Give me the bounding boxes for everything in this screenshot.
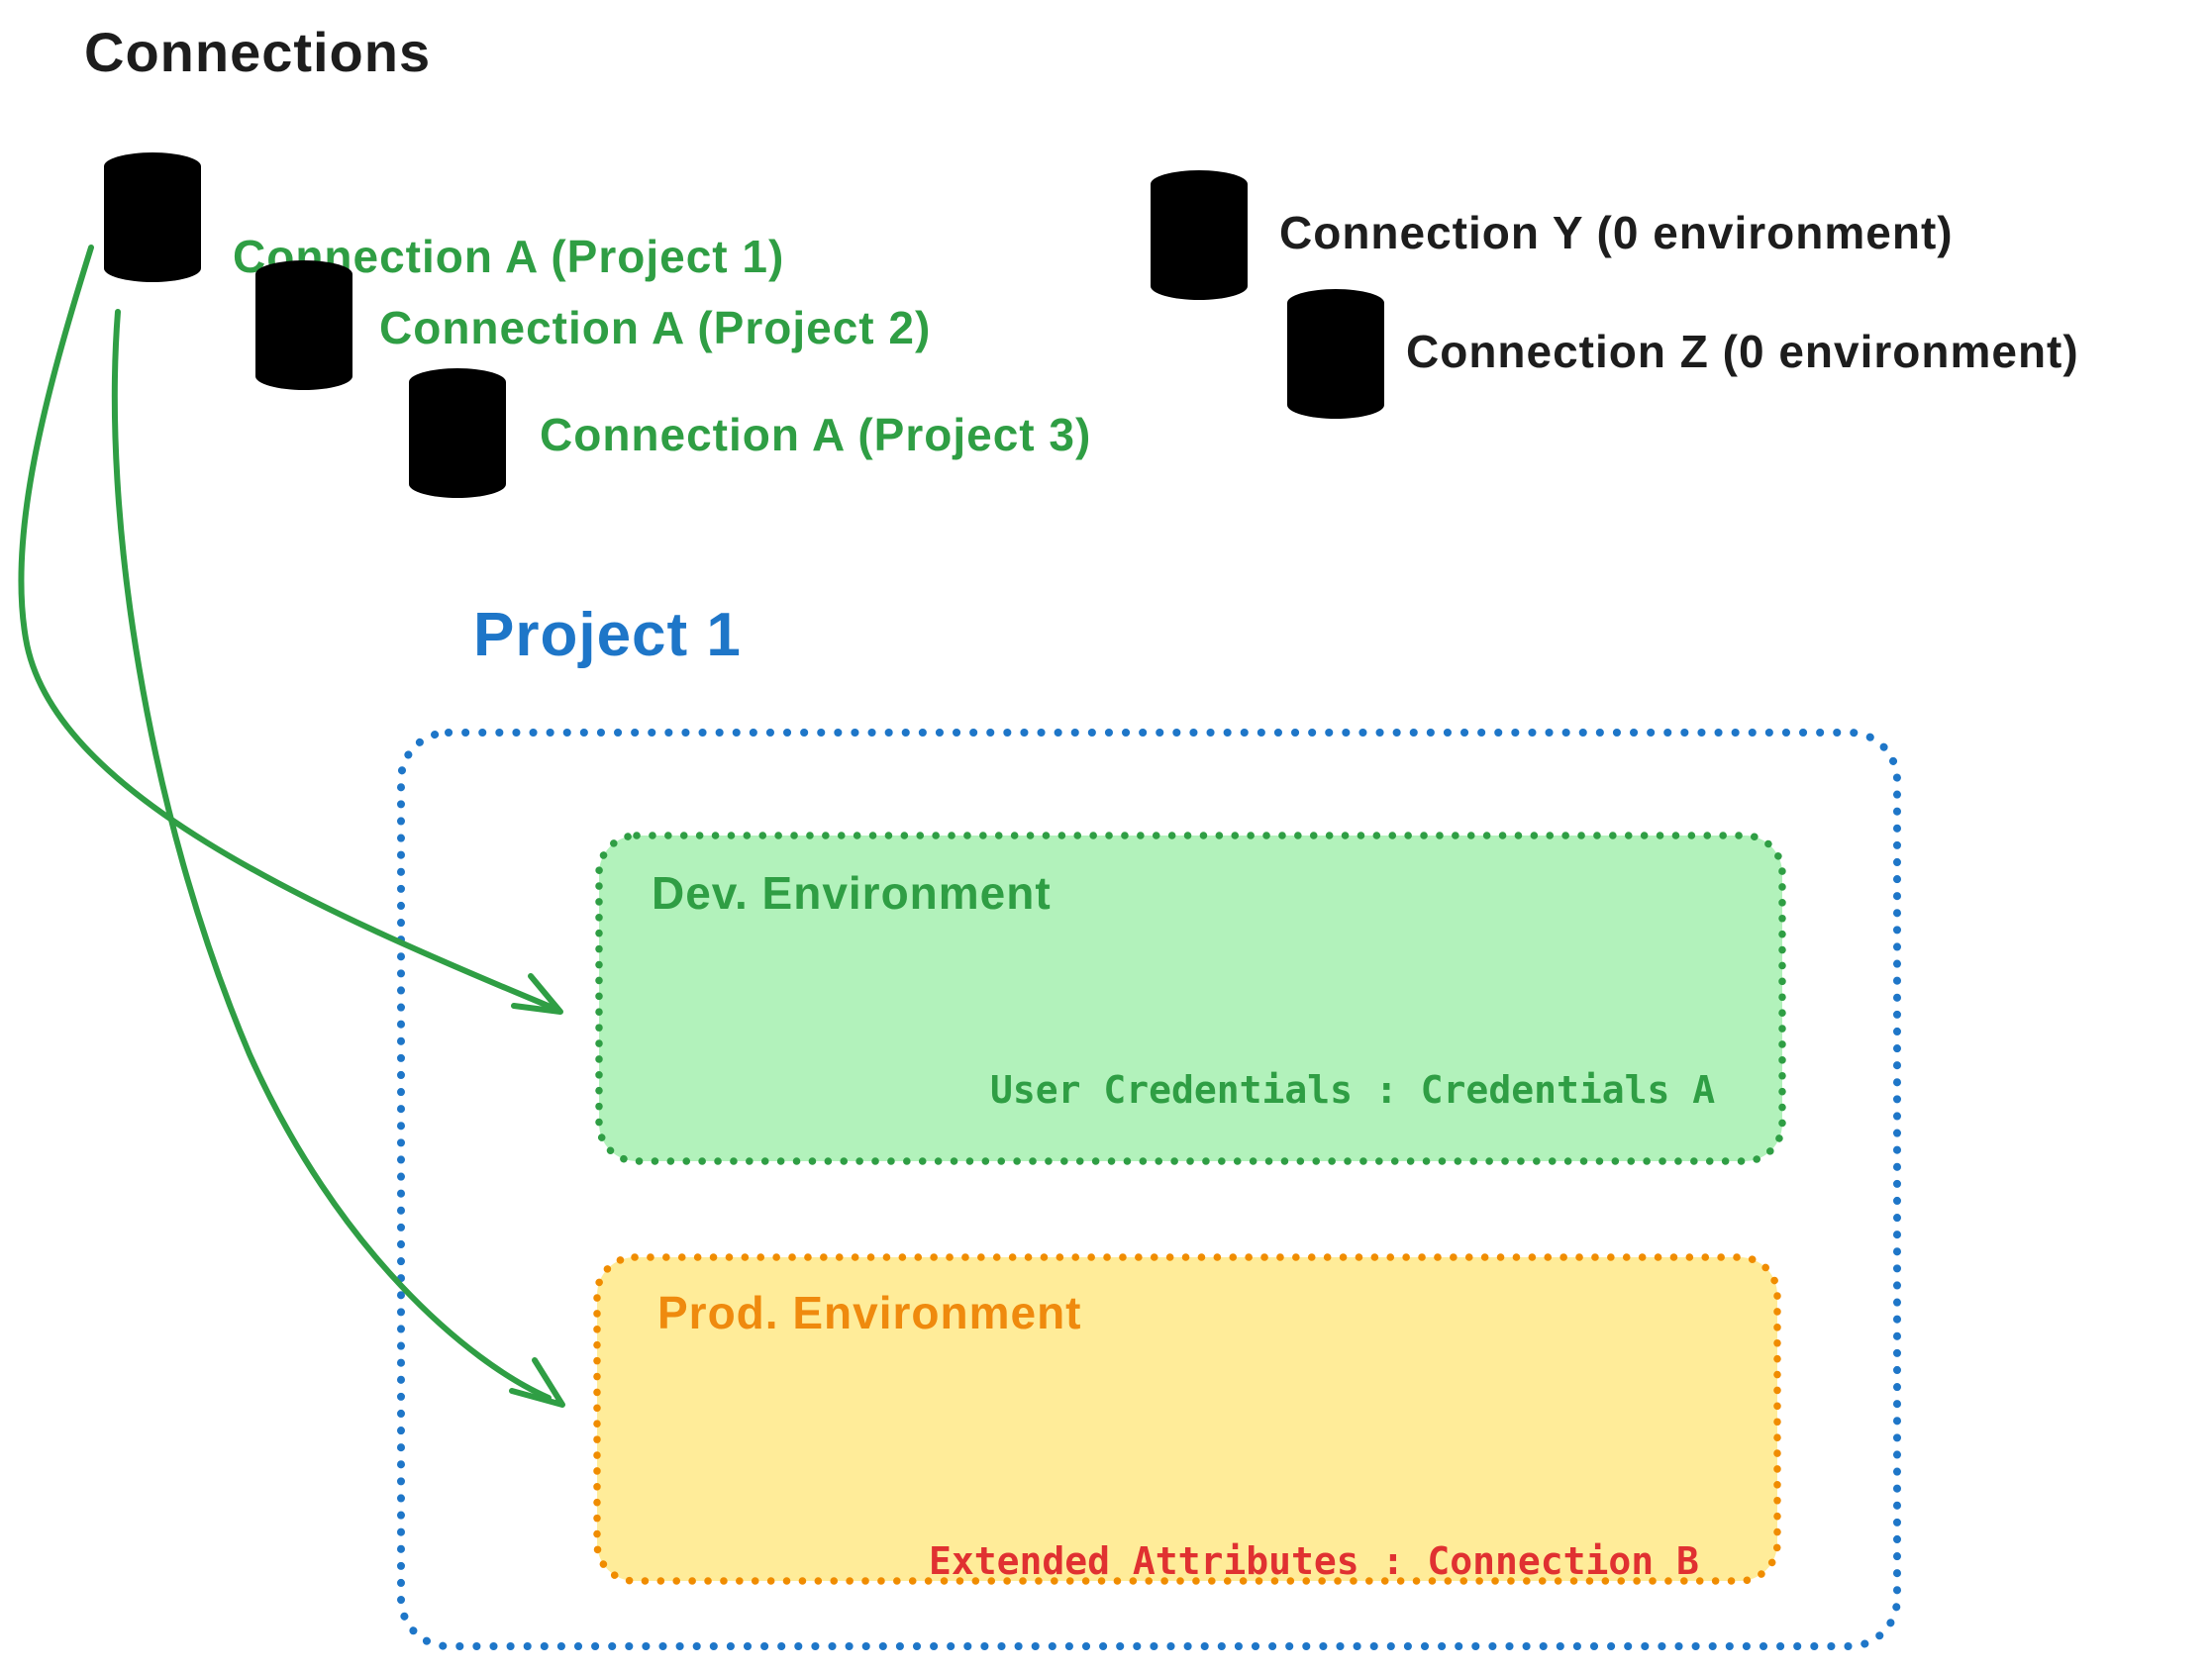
connection-label: Connection A (Project 2)	[379, 302, 932, 353]
database-icon	[409, 368, 506, 498]
diagram-title: Connections	[84, 21, 432, 83]
prod-credentials-text: Extended Attributes : Connection B Ext.A…	[929, 1440, 1722, 1674]
connection-label: Connection A (Project 3)	[540, 409, 1092, 460]
prod-environment-title: Prod. Environment	[657, 1287, 1082, 1338]
dev-credentials-text: User Credentials : Credentials A	[990, 1068, 1716, 1112]
dev-environment-border	[595, 832, 1786, 1165]
connection-label: Connection Z (0 environment)	[1406, 326, 2079, 377]
database-icon	[104, 152, 201, 282]
database-icon	[1287, 289, 1384, 419]
project-box: Dev. Environment User Credentials : Cred…	[396, 728, 1902, 1651]
prod-credentials-line: Extended Attributes : Connection B	[929, 1539, 1699, 1583]
dev-environment-title: Dev. Environment	[652, 867, 1052, 919]
prod-environment-box: Prod. Environment Extended Attributes : …	[592, 1252, 1782, 1586]
connection-label: Connection Y (0 environment)	[1279, 207, 1954, 258]
prod-environment-border	[593, 1253, 1781, 1585]
dev-environment-box: Dev. Environment User Credentials : Cred…	[594, 831, 1787, 1166]
project-title: Project 1	[473, 601, 742, 669]
database-icon	[255, 260, 352, 390]
database-icon	[1151, 170, 1248, 300]
